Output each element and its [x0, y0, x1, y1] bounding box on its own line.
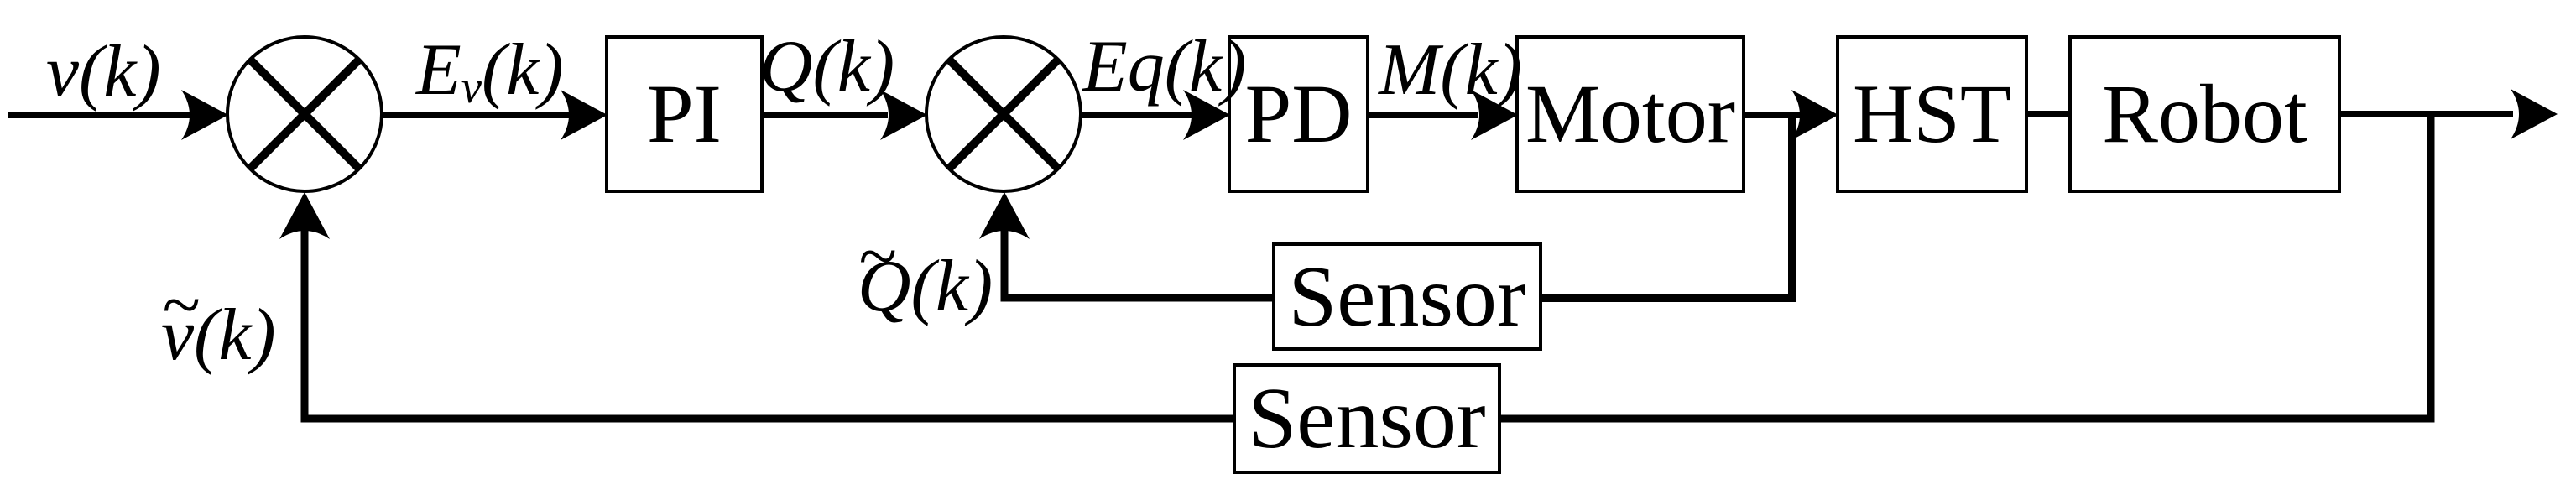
arrowhead-into-pi	[561, 90, 607, 140]
flow-feedback-tap-line	[1541, 115, 1796, 302]
input-signal-label: v(k)	[46, 31, 161, 112]
motor-command-label: M(k)	[1379, 29, 1522, 111]
summing-junction-velocity-cross	[247, 56, 362, 172]
arrowhead-into-pd	[1183, 90, 1230, 140]
arrowhead-flow-feedback	[979, 192, 1030, 239]
velocity-sensor-block-label: Sensor	[1248, 370, 1486, 466]
flow-feedback-label: ~Q(k)	[858, 217, 993, 327]
pd-block-label: PD	[1244, 67, 1353, 160]
flow-error-label: Eq(k)	[1082, 26, 1247, 107]
pi-block	[605, 35, 764, 193]
flow-command-label: Q(k)	[759, 26, 895, 107]
motor-block-label: Motor	[1525, 67, 1735, 160]
hst-block	[1836, 35, 2028, 193]
arrowhead-output	[2511, 89, 2558, 139]
arrowhead-velocity-feedback	[279, 192, 330, 239]
hst-block-label: HST	[1853, 67, 2011, 160]
velocity-sensor-block	[1233, 363, 1501, 474]
arrowhead-into-hst	[1791, 90, 1838, 140]
pi-block-label: PI	[647, 67, 722, 160]
pd-block	[1228, 35, 1369, 193]
flow-sensor-block-label: Sensor	[1288, 248, 1526, 345]
robot-block-label: Robot	[2102, 67, 2307, 160]
velocity-feedback-label: ~v(k)	[161, 266, 276, 376]
flow-feedback-return-line	[1000, 201, 1274, 302]
velocity-error-label: Ev(k)	[416, 29, 564, 112]
arrowhead-input	[181, 90, 228, 140]
robot-block	[2068, 35, 2341, 193]
arrowhead-into-motor	[1471, 90, 1518, 140]
flow-sensor-block	[1272, 242, 1542, 351]
velocity-feedback-tap-line	[1499, 114, 2435, 423]
velocity-feedback-return-line	[300, 201, 1234, 423]
motor-block	[1515, 35, 1745, 193]
arrowhead-into-sum2	[880, 90, 927, 140]
summing-junction-flow-cross	[946, 56, 1061, 172]
